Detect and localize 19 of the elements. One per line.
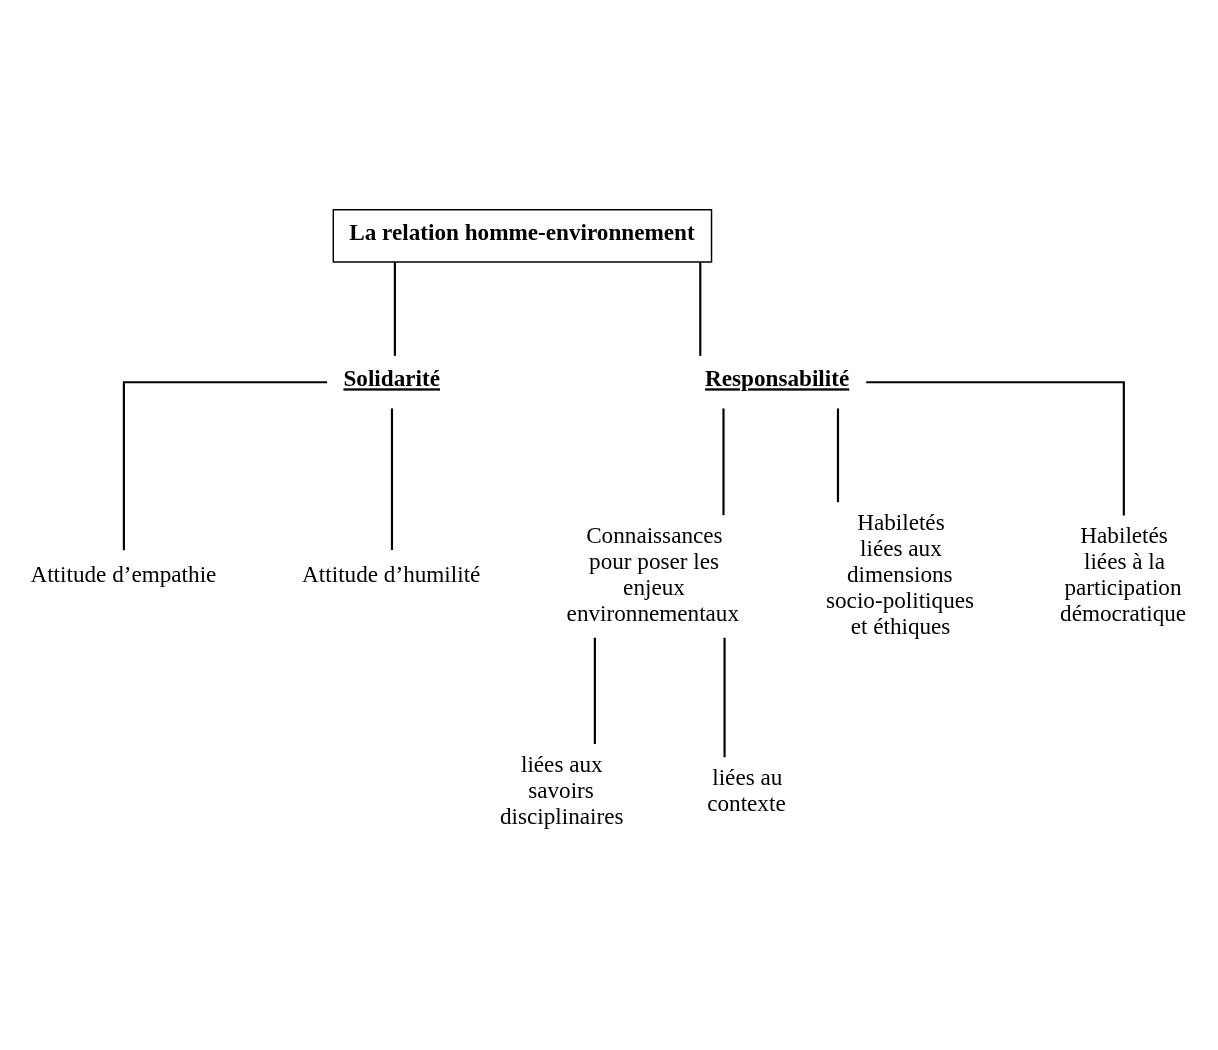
node-text: Attitude d’humilité	[302, 560, 481, 587]
node-text: Solidarité	[343, 365, 440, 392]
node-text: Habiletés liées aux dimensions socio-politiques et éthiques	[826, 508, 975, 640]
node-text: Connaissances pour poser les enjeux environnementaux	[566, 521, 740, 627]
node-text: liées au contexte	[707, 763, 786, 816]
connector	[722, 408, 725, 516]
node-text: Responsabilité	[705, 365, 850, 392]
node-box: La relation homme-environnement	[332, 209, 713, 263]
connector	[866, 381, 1125, 516]
node-text: liées aux savoirs disciplinaires	[499, 750, 624, 829]
connector	[393, 262, 396, 356]
connector	[836, 408, 840, 503]
connector	[593, 637, 596, 744]
connector	[122, 381, 328, 551]
connector	[390, 408, 394, 551]
node-text: Habiletés liées à la participation démocratique	[1060, 521, 1187, 627]
node-text: Attitude d’empathie	[30, 560, 217, 587]
connector	[723, 637, 726, 758]
connector	[699, 262, 702, 356]
